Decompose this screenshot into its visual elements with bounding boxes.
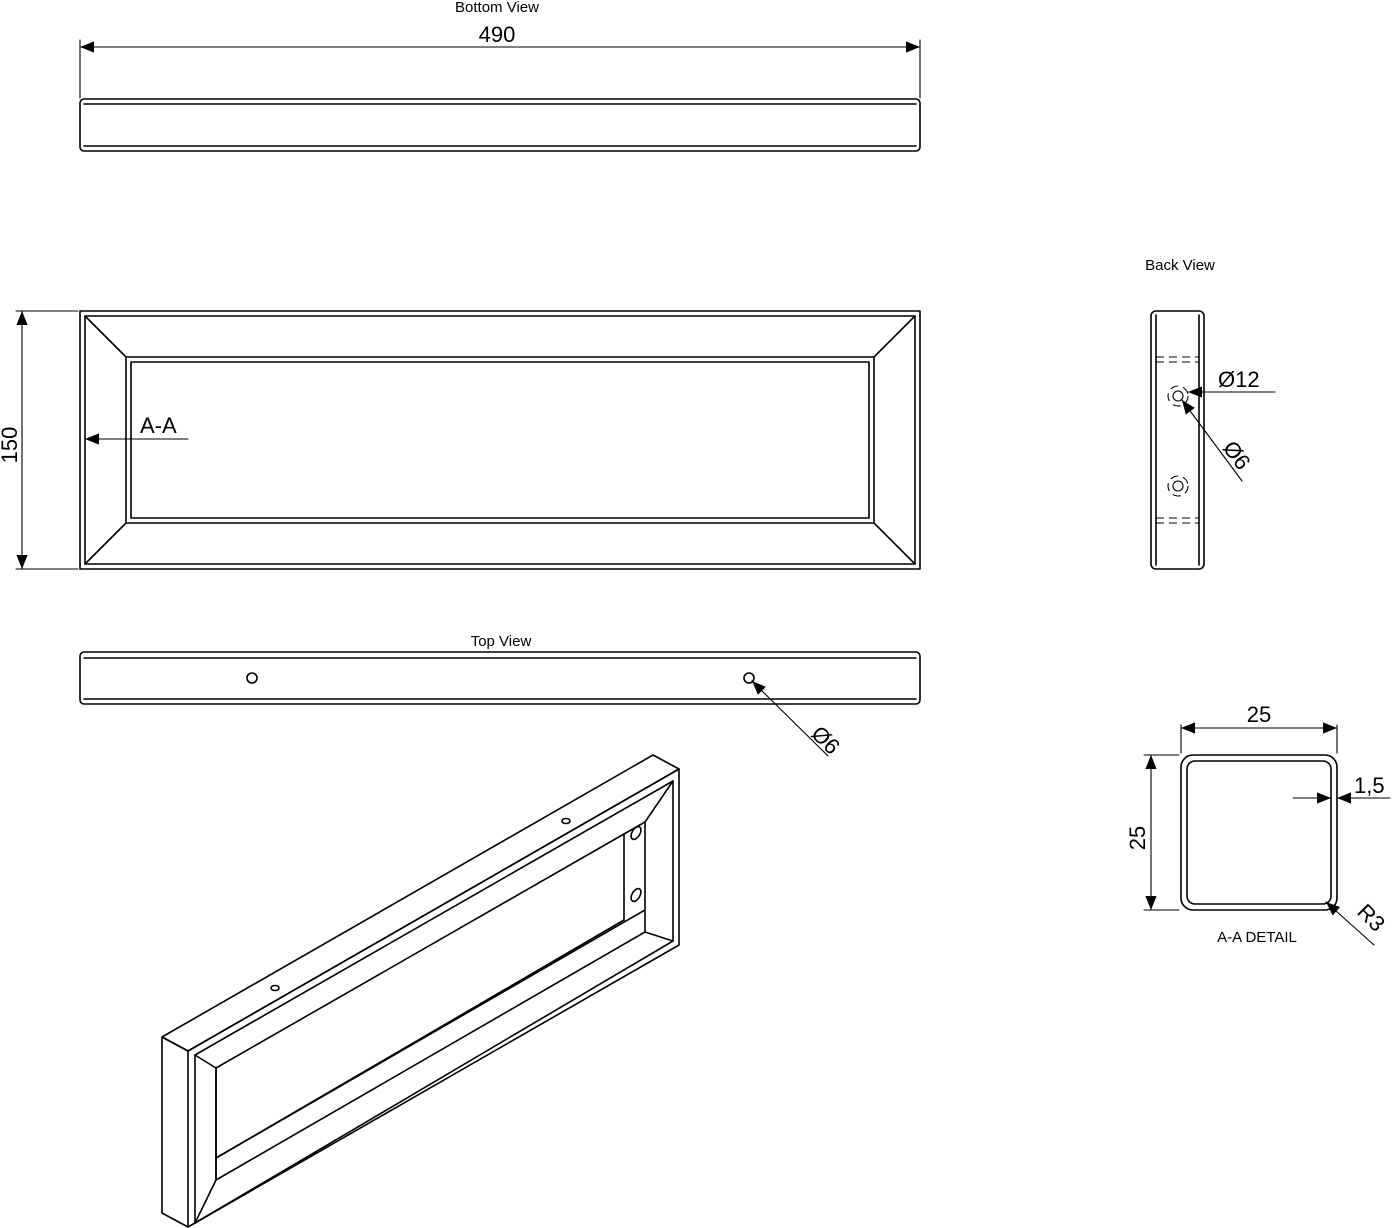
- section-detail: 25 25 1,5 R3 A-A DETAIL: [1125, 702, 1391, 946]
- back-hole-diameter-label: Ø6: [1218, 436, 1256, 474]
- top-view-title: Top View: [471, 633, 532, 650]
- iso-hole-top-right: [561, 817, 571, 825]
- mounting-hole-right: [743, 672, 755, 684]
- front-view: 150 A-A: [0, 310, 921, 570]
- mounting-hole-left: [246, 672, 258, 684]
- bottom-view-title: Bottom View: [455, 0, 539, 16]
- back-view-title: Back View: [1145, 257, 1215, 274]
- front-outer-frame: [79, 310, 921, 570]
- back-view-outline: [1150, 310, 1205, 570]
- profile-height-label: 25: [1125, 826, 1150, 850]
- profile-inner: [1186, 760, 1332, 905]
- counterbore-upper: [1167, 385, 1189, 407]
- section-marker-label: A-A: [140, 413, 177, 438]
- back-view: Back View Ø12 Ø6: [1145, 257, 1276, 570]
- back-counterbore-label: Ø12: [1218, 367, 1260, 392]
- front-inner-frame: [125, 356, 875, 524]
- iso-left-end: [161, 1036, 189, 1228]
- top-hole-diameter-label: Ø6: [806, 721, 844, 759]
- iso-top-face: [161, 754, 680, 1052]
- profile-width-label: 25: [1247, 702, 1271, 727]
- bottom-view-outline: [79, 98, 921, 152]
- top-view: Top View Ø6: [79, 633, 921, 759]
- counterbore-lower: [1167, 475, 1189, 497]
- iso-hole-back-upper: [630, 825, 642, 841]
- iso-inner-window: [215, 821, 646, 1159]
- height-dimension-label: 150: [0, 427, 22, 464]
- bottom-view: Bottom View 490: [79, 0, 921, 152]
- iso-hole-back-lower: [630, 887, 642, 903]
- detail-title: A-A DETAIL: [1217, 929, 1297, 946]
- top-view-outline: [79, 651, 921, 705]
- isometric-view: [161, 754, 680, 1228]
- profile-outer: [1180, 754, 1338, 911]
- wall-thickness-label: 1,5: [1354, 773, 1385, 798]
- length-dimension-label: 490: [479, 22, 516, 47]
- iso-hole-top-left: [270, 984, 280, 992]
